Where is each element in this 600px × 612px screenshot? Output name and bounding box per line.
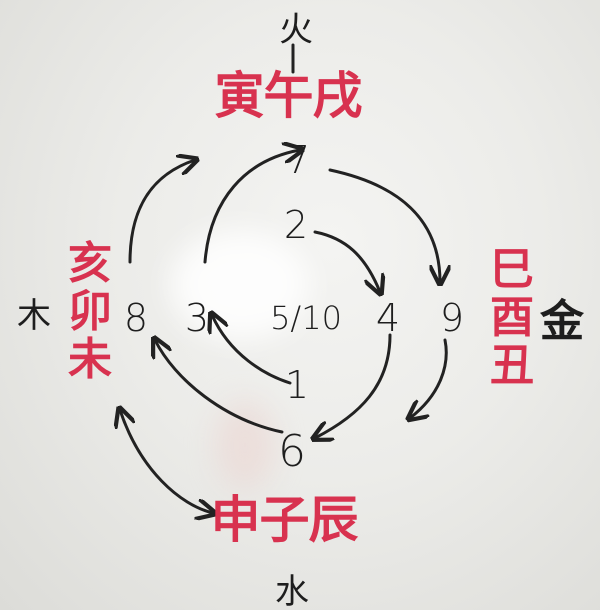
light-glare — [170, 230, 310, 340]
number-4: 4 — [375, 296, 401, 340]
branches-left: 亥 卯 未 — [68, 242, 112, 382]
number-2: 2 — [283, 203, 309, 247]
number-8: 8 — [123, 296, 149, 340]
branches-right: 巳 酉 丑 — [490, 248, 534, 388]
element-north: 水 — [275, 572, 309, 612]
branches-top: 寅午戌 — [214, 67, 363, 125]
number-1-bottom: 1 — [284, 363, 310, 407]
element-top-mark: 火 — [279, 10, 313, 50]
arrow-8-to-top — [128, 160, 195, 264]
element-east: 金 — [540, 296, 584, 347]
arrow-6-to-8 — [155, 340, 284, 434]
arrow-7-to-9 — [328, 168, 440, 282]
arrow-left-to-bottom — [120, 410, 213, 513]
arrow-1-to-3 — [212, 315, 292, 385]
branch-right-1: 巳 — [490, 244, 534, 295]
number-6: 6 — [278, 426, 306, 477]
number-7-top: 7 — [285, 138, 311, 182]
branch-left-3: 未 — [68, 334, 112, 385]
number-5-10: 5/10 — [270, 299, 342, 337]
branch-right-3: 丑 — [490, 340, 534, 391]
arrow-3-to-7 — [203, 150, 300, 264]
branch-right-2: 酉 — [490, 292, 534, 343]
arrow-9-to-6 — [410, 338, 448, 418]
number-3: 3 — [184, 296, 210, 340]
number-9: 9 — [439, 296, 465, 340]
branch-left-1: 亥 — [68, 238, 112, 289]
element-west: 木 — [17, 296, 51, 336]
arrow-4-to-6 — [315, 333, 392, 438]
branch-left-2: 卯 — [68, 286, 112, 337]
light-glare-lower — [215, 400, 275, 490]
branches-bottom: 申子辰 — [210, 491, 359, 549]
arrow-2-to-4 — [313, 230, 380, 292]
